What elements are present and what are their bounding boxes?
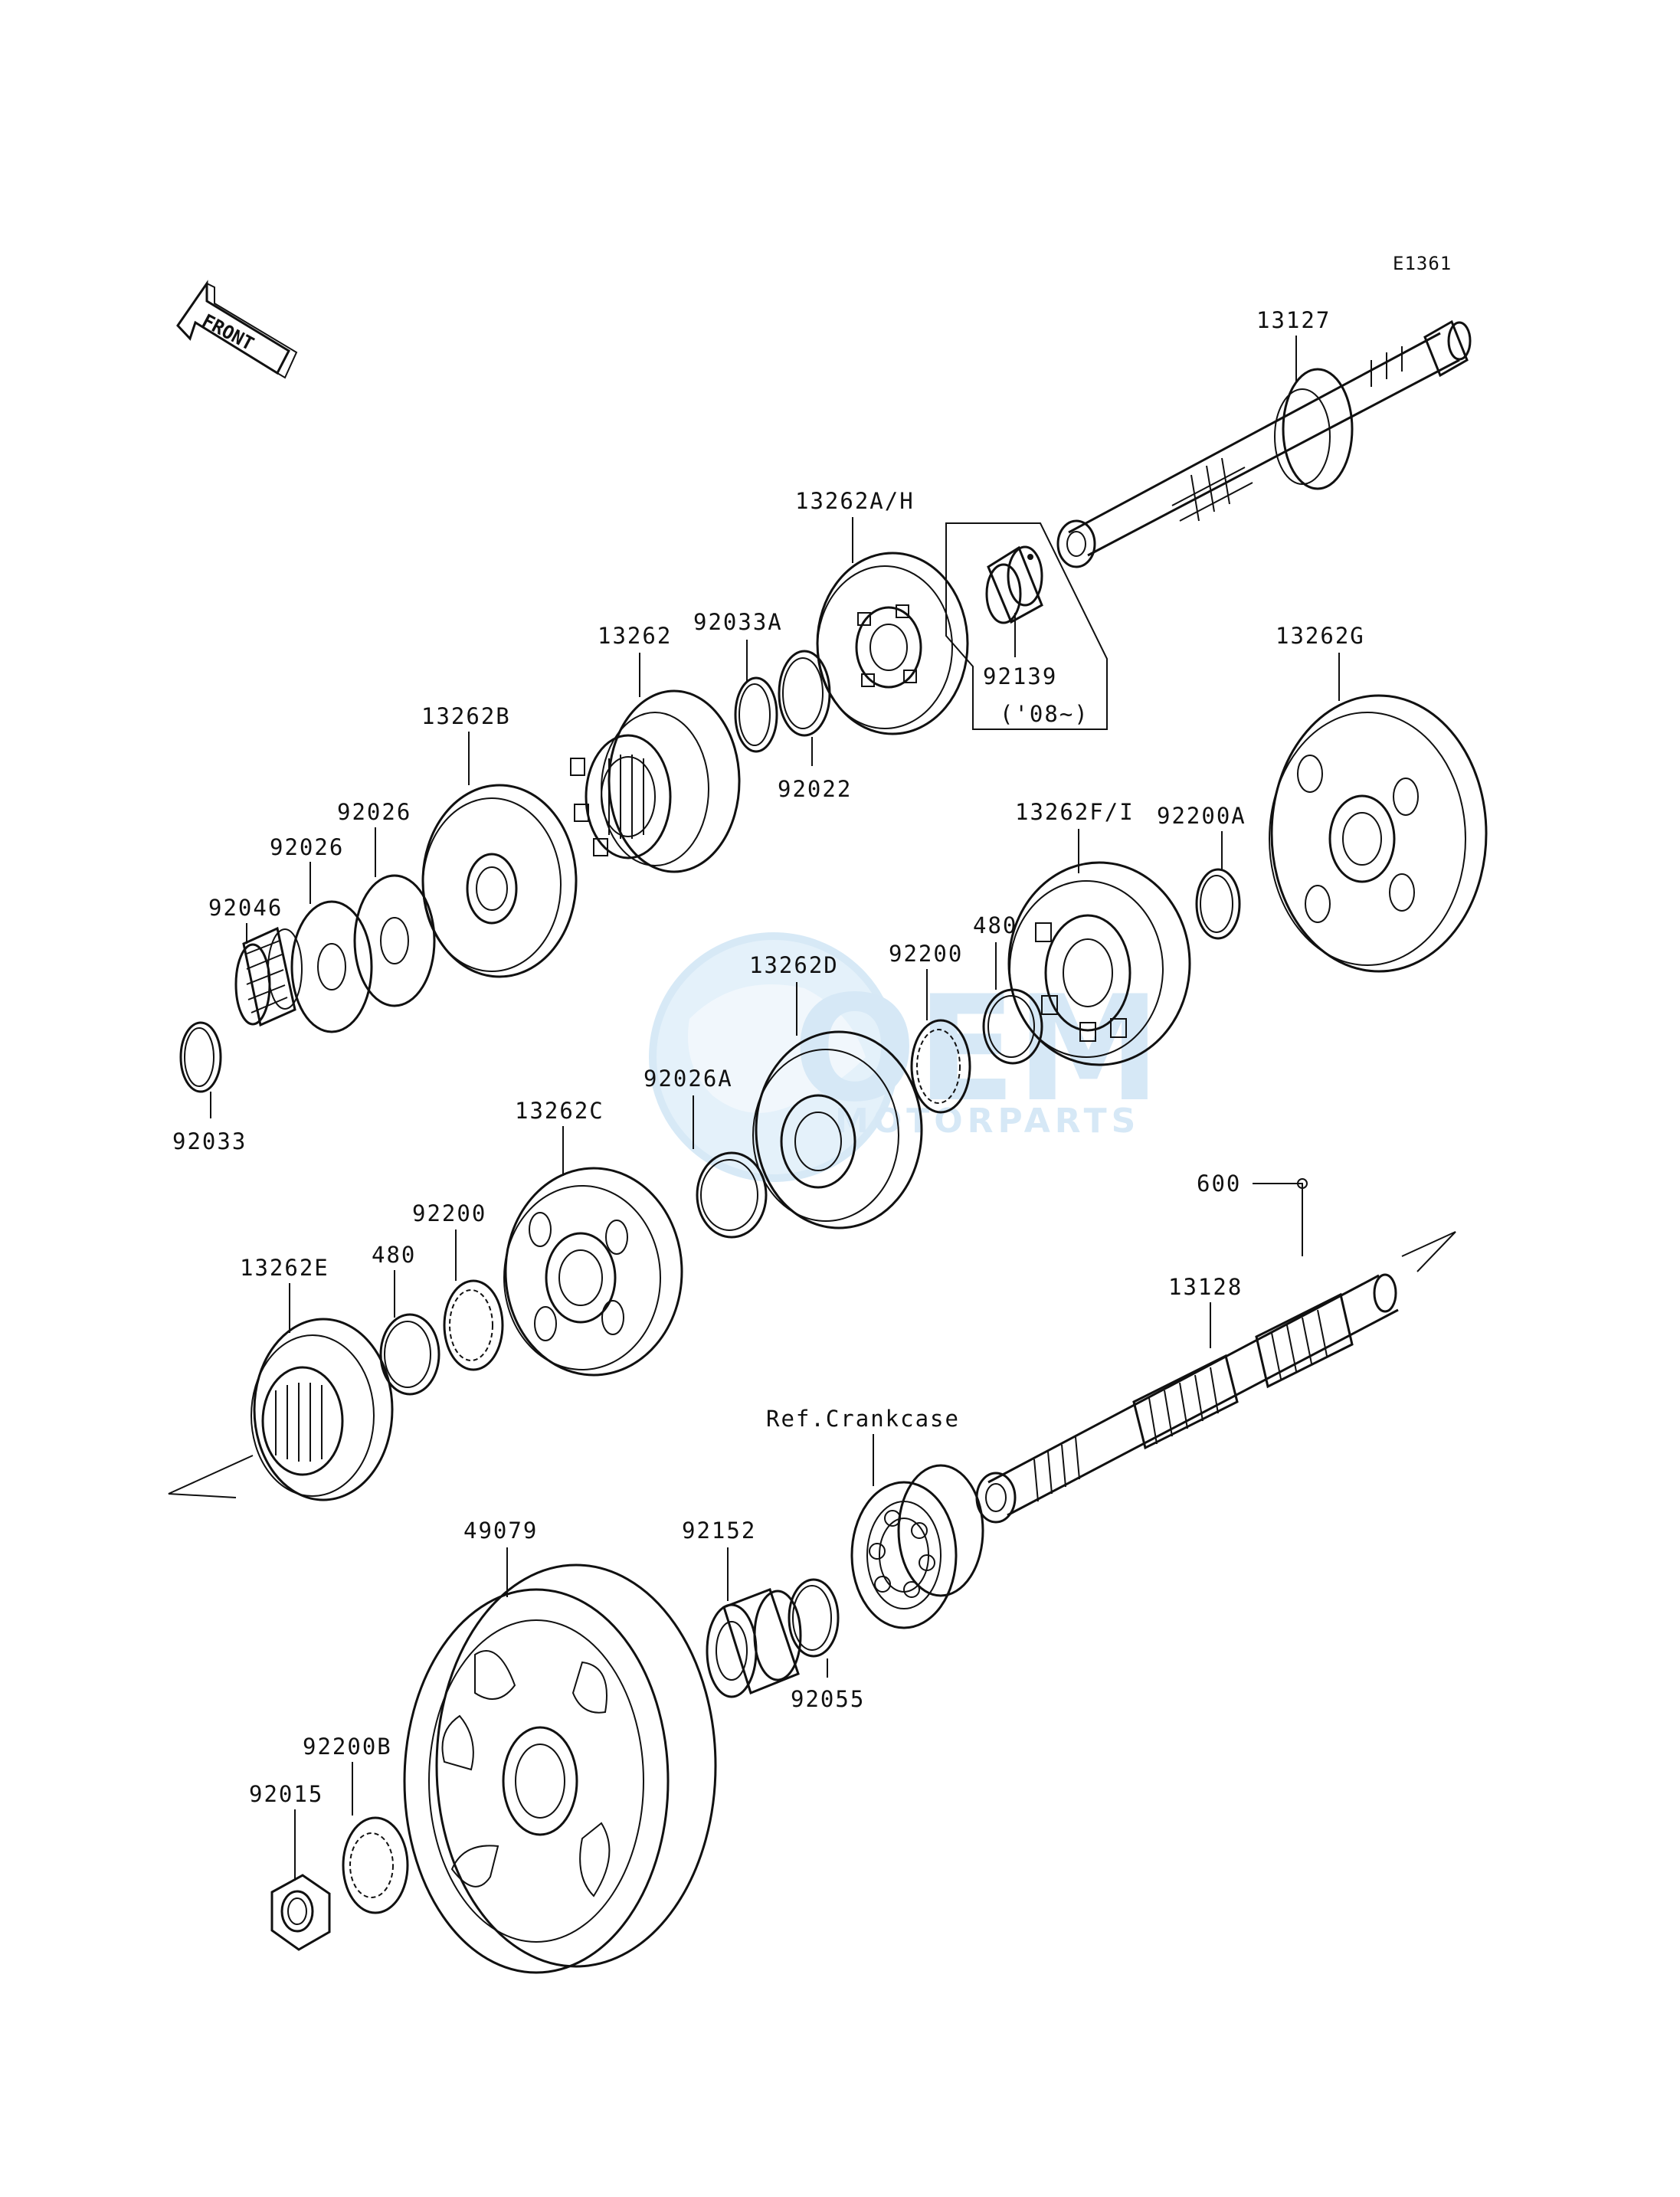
- gear-13262G: [1269, 694, 1488, 973]
- bearing-92046: [234, 926, 303, 1027]
- label-92200-upper: 92200: [889, 941, 963, 967]
- washer-92200-lower: [443, 1279, 504, 1371]
- label-92033A: 92033A: [693, 609, 783, 635]
- watermark-motorparts: MOTORPARTS: [835, 1102, 1140, 1141]
- shaft-13128: [975, 1273, 1399, 1524]
- gear-13262B: [421, 784, 578, 978]
- label-13262G: 13262G: [1276, 623, 1365, 649]
- watermark-logo: OEM MOTORPARTS: [649, 932, 1161, 1182]
- label-13262FI: 13262F/I: [1015, 799, 1135, 825]
- label-92022: 92022: [778, 776, 852, 802]
- label-92152: 92152: [682, 1518, 756, 1544]
- label-92033: 92033: [172, 1128, 247, 1154]
- gear-13262D: [752, 1030, 923, 1229]
- gear-13262C: [503, 1167, 683, 1377]
- label-13262C: 13262C: [515, 1098, 604, 1124]
- front-arrow-icon: FRONT: [176, 280, 298, 379]
- gear-13262FI: [1007, 861, 1191, 1066]
- gear-13262: [570, 689, 741, 873]
- label-92015: 92015: [249, 1781, 323, 1807]
- label-13262AH: 13262A/H: [795, 488, 915, 514]
- washer-92200B: [342, 1816, 409, 1914]
- nut-92015: [270, 1874, 331, 1951]
- gear-49079: [403, 1563, 717, 1974]
- label-ref-crankcase: Ref.Crankcase: [766, 1406, 960, 1432]
- label-92026-inner: 92026: [270, 834, 344, 860]
- ring-92026A: [696, 1151, 768, 1239]
- collar-92152: [706, 1588, 802, 1698]
- label-92026A: 92026A: [644, 1066, 733, 1092]
- circlip-480-upper: [982, 988, 1043, 1065]
- label-49079: 49079: [463, 1518, 538, 1544]
- label-13262D: 13262D: [749, 952, 839, 978]
- washer-92200-upper: [910, 1019, 971, 1114]
- gear-13262AH: [816, 552, 969, 735]
- label-13262: 13262: [598, 623, 672, 649]
- label-92139-note: ('08~): [1000, 701, 1089, 727]
- front-arrow-label: FRONT: [198, 310, 257, 355]
- oring-92055: [788, 1578, 840, 1658]
- diagram-code: E1361: [1393, 253, 1452, 274]
- label-92055: 92055: [791, 1686, 865, 1712]
- ring-92022: [778, 650, 831, 737]
- label-13262B: 13262B: [421, 703, 511, 729]
- label-600: 600: [1197, 1171, 1241, 1197]
- label-92200A: 92200A: [1157, 803, 1246, 829]
- bushing-92139: [945, 522, 1108, 730]
- label-480-lower: 480: [372, 1242, 416, 1268]
- circlip-480-lower: [379, 1313, 440, 1396]
- label-480-upper: 480: [973, 912, 1017, 938]
- watermark-oem: OEM: [793, 964, 1161, 1134]
- label-92026-outer: 92026: [337, 799, 411, 825]
- label-92200-lower: 92200: [412, 1200, 486, 1226]
- label-13127: 13127: [1256, 307, 1331, 333]
- label-13262E: 13262E: [240, 1255, 329, 1281]
- washer-92026-outer: [353, 874, 436, 1007]
- label-92139: 92139: [983, 663, 1057, 689]
- gear-13262E: [251, 1318, 394, 1501]
- circlip-92033A: [734, 676, 778, 753]
- label-13128: 13128: [1168, 1274, 1243, 1300]
- washer-92026-inner: [290, 900, 373, 1033]
- circlip-92033: [179, 1021, 222, 1093]
- axis-marker-left: [168, 1455, 254, 1498]
- reference-dot: [1297, 1178, 1308, 1189]
- label-92200B: 92200B: [303, 1734, 392, 1760]
- axis-marker-right: [1401, 1231, 1456, 1272]
- shaft-13127: [1056, 319, 1472, 568]
- label-92046: 92046: [208, 895, 283, 921]
- bearing-crankcase: [850, 1463, 984, 1629]
- ring-92200A: [1195, 868, 1241, 940]
